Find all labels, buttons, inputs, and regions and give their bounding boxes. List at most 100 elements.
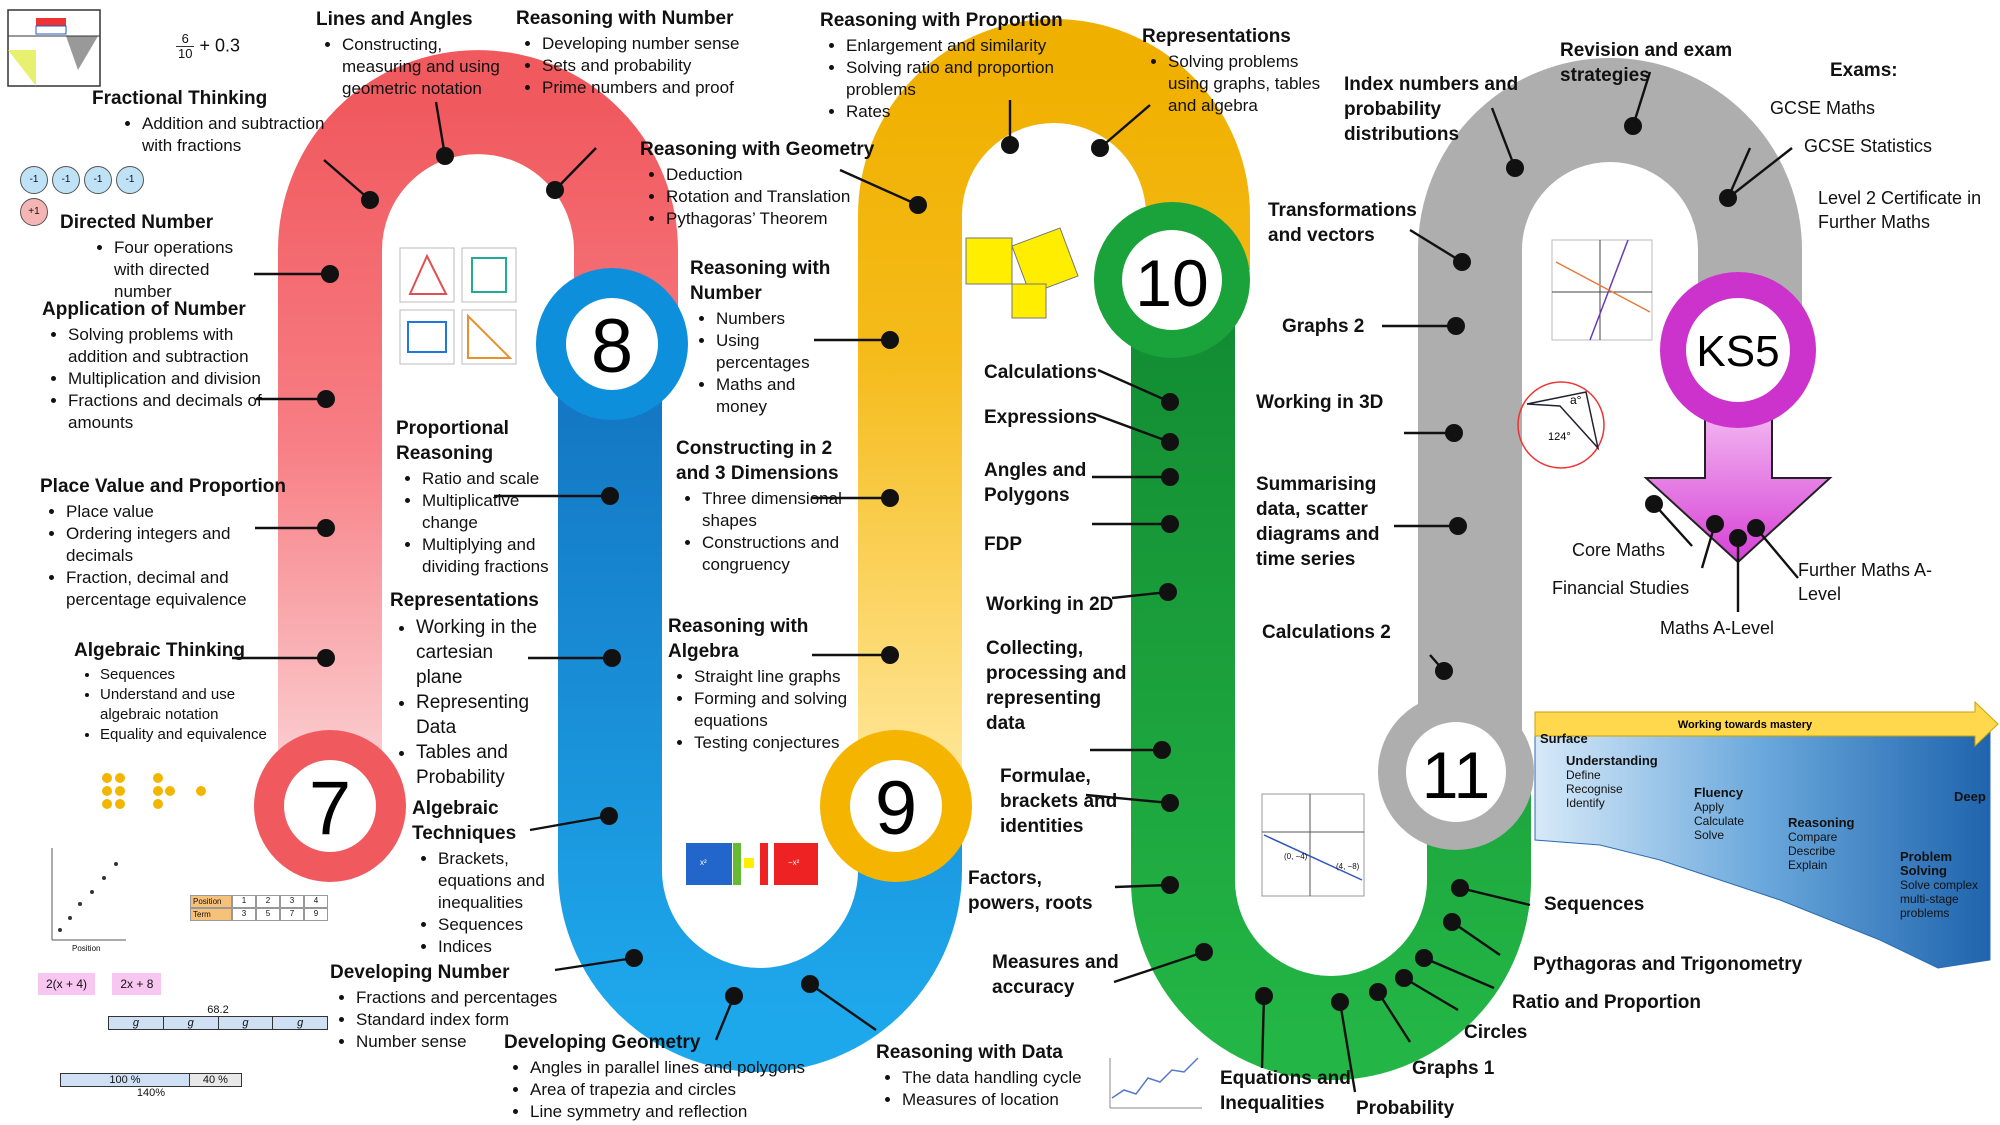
topic-item: Multiplication and division	[68, 368, 272, 390]
y7-application-of-number: Application of Number Solving problems w…	[42, 297, 272, 434]
y9-constructing-2-3-dimensions: Constructing in 2 and 3 Dimensions Three…	[676, 436, 856, 576]
topic-title: Representations	[390, 590, 539, 611]
y10-topic: Collecting, processing and representing …	[986, 638, 1127, 734]
bar-cell: g	[109, 1017, 164, 1029]
topic-item: Numbers	[716, 308, 840, 330]
y8-proportional-reasoning: Proportional Reasoning Ratio and scale M…	[396, 416, 566, 578]
svg-text:7: 7	[309, 766, 351, 851]
topic-item: Constructing, measuring and using geomet…	[342, 34, 526, 100]
milestone-dots	[317, 117, 1765, 1011]
y7-fractional-thinking: Fractional Thinking Addition and subtrac…	[92, 86, 332, 157]
topic-title: Representations	[1142, 26, 1291, 47]
percentage-bar: 100 % 40 % 140%	[60, 1073, 242, 1099]
directed-counters: -1-1-1-1 +1	[20, 166, 150, 226]
ks5-exams-title: Exams:	[1830, 60, 1898, 81]
bar-cell: g	[297, 1017, 304, 1029]
topic-title: Reasoning with Algebra	[668, 616, 809, 662]
topic-item: Rotation and Translation	[666, 186, 890, 208]
ks5-exam: GCSE Maths	[1770, 98, 1876, 118]
topic-item: Sets and probability	[542, 55, 766, 77]
topic-title: Reasoning with Geometry	[640, 139, 875, 160]
ks5-outcome: Further Maths A-Level	[1798, 560, 1933, 604]
y7-lines-angles: Lines and Angles Constructing, measuring…	[316, 7, 526, 100]
sequence-table: Position 1 2 3 4 Term 3 5 7 9	[190, 895, 328, 921]
bar-model-total: 68.2	[207, 1004, 229, 1016]
expression-cards: 2(x + 4) 2x + 8	[38, 973, 162, 995]
y9-reasoning-with-algebra: Reasoning with Algebra Straight line gra…	[668, 614, 848, 754]
circle-theorem-image: a° 124°	[1517, 381, 1605, 469]
y11-topic: Pythagoras and Trigonometry	[1533, 954, 1803, 975]
y8-developing-number: Developing Number Fractions and percenta…	[330, 960, 590, 1053]
svg-text:8: 8	[591, 304, 633, 389]
topic-item: Developing number sense	[542, 33, 766, 55]
topic-item: Multiplying and dividing fractions	[422, 534, 566, 578]
topic-item: Solving problems using graphs, tables an…	[1168, 51, 1322, 117]
topic-item: Indices	[438, 936, 562, 958]
ks5-revision: Revision and exam strategies	[1560, 40, 1733, 86]
scatter-plot-image	[51, 848, 126, 941]
counter: -1	[116, 166, 144, 194]
y11-topic: Ratio and Proportion	[1512, 992, 1701, 1013]
scatter-xlabel: Position	[72, 944, 101, 953]
topic-title: Constructing in 2 and 3 Dimensions	[676, 438, 839, 484]
topic-item: Prime numbers and proof	[542, 77, 766, 99]
y8-algebraic-techniques: Algebraic Techniques Brackets, equations…	[412, 796, 562, 958]
fraction-denominator: 10	[176, 46, 195, 61]
table-cell: 5	[256, 908, 280, 921]
y11-topic: Index numbers and probability distributi…	[1344, 74, 1519, 145]
y11-topic: Graphs 1	[1412, 1058, 1495, 1079]
table-cell: 4	[304, 895, 328, 908]
percentage-cell: 40 %	[189, 1074, 241, 1086]
topic-title: Reasoning with Data	[876, 1042, 1063, 1063]
svg-text:10: 10	[1135, 246, 1208, 320]
svg-text:9: 9	[875, 766, 917, 851]
topic-title: Lines and Angles	[316, 9, 473, 30]
mastery-understanding: Understanding Define Recognise Identify	[1566, 753, 1658, 811]
badge-year10: 10	[1094, 202, 1250, 358]
ks5-outcome: Financial Studies	[1552, 578, 1690, 598]
topic-item: Line symmetry and reflection	[530, 1101, 834, 1123]
topic-item: Fractions and decimals of amounts	[68, 390, 272, 434]
y10-topic: Calculations	[984, 362, 1097, 383]
topic-title: Algebraic Techniques	[412, 798, 517, 844]
mastery-surface: Surface	[1540, 731, 1588, 746]
expression-card: 2x + 8	[112, 973, 162, 995]
mastery-problem-solving: Problem Solving Solve complex multi-stag…	[1900, 849, 1979, 921]
topic-title: Reasoning with Number	[690, 258, 831, 304]
svg-text:11: 11	[1422, 738, 1491, 812]
connector-lines	[232, 71, 1799, 1093]
coordinate-grid-image	[1261, 793, 1365, 897]
y9-representations: Representations Solving problems using g…	[1142, 24, 1322, 117]
ks5-exam: GCSE Statistics	[1804, 136, 1933, 156]
ks5-outcome: Maths A-Level	[1660, 618, 1775, 638]
bar-cell: g	[164, 1017, 219, 1029]
topic-item: Forming and solving equations	[694, 688, 848, 732]
counter: -1	[84, 166, 112, 194]
topic-title: Place Value and Proportion	[40, 476, 287, 497]
topic-item: Rates	[846, 101, 1090, 123]
y9-reasoning-with-data: Reasoning with Data The data handling cy…	[876, 1040, 1106, 1111]
topic-item: Place value	[66, 501, 290, 523]
topic-item: Representing Data	[416, 690, 540, 740]
y9-reasoning-with-proportion: Reasoning with Proportion Enlargement an…	[820, 8, 1090, 123]
table-cell: 9	[304, 908, 328, 921]
topic-item: Brackets, equations and inequalities	[438, 848, 562, 914]
table-cell: 1	[232, 895, 256, 908]
mastery-fluency: Fluency Apply Calculate Solve	[1694, 785, 1745, 843]
tangram-image	[7, 9, 101, 87]
expression-card: 2(x + 4)	[38, 973, 96, 995]
svg-text:124°: 124°	[1548, 431, 1571, 443]
algebra-tiles-image	[686, 843, 818, 885]
counters-image	[102, 773, 206, 809]
topic-item: Fraction, decimal and percentage equival…	[66, 567, 290, 611]
topic-item: Ratio and scale	[422, 468, 566, 490]
y10-topic: Equations and Inequalities	[1220, 1068, 1351, 1114]
topic-title: Proportional Reasoning	[396, 418, 509, 464]
coordinate-label: (0, −4)	[1284, 852, 1308, 861]
y8-reasoning-with-number: Reasoning with Number Developing number …	[516, 6, 766, 99]
y8-developing-geometry: Developing Geometry Angles in parallel l…	[504, 1030, 834, 1123]
topic-item: Understand and use algebraic notation	[100, 685, 284, 725]
topic-item: Testing conjectures	[694, 732, 848, 754]
topic-item: Enlargement and similarity	[846, 35, 1090, 57]
